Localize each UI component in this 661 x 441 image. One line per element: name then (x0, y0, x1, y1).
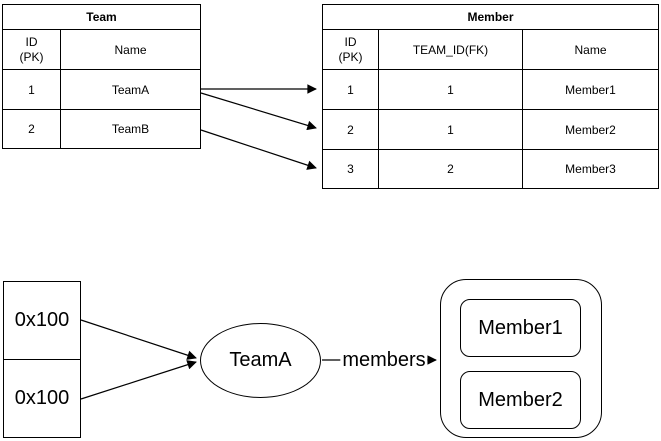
table-cell: 3 (322, 149, 379, 189)
member2-node: Member2 (460, 371, 581, 429)
column-header-name: Name (522, 29, 659, 70)
table-cell: 2 (2, 109, 61, 149)
table-title-row: Team (2, 4, 201, 30)
table-cell: Member3 (522, 149, 659, 189)
pointer-arrow-2 (80, 360, 197, 400)
column-header-id: ID (PK) (2, 29, 61, 70)
column-header-teamid: TEAM_ID(FK) (378, 29, 523, 70)
table-cell: 1 (378, 69, 523, 110)
pointer-box: 0x100 0x100 (3, 281, 81, 438)
table-row: 3 2 Member3 (322, 149, 659, 189)
teama-node: TeamA (200, 323, 321, 398)
team-table: Team ID (PK) Name 1 TeamA 2 TeamB (2, 4, 201, 149)
table-cell: 1 (378, 109, 523, 150)
table-header-row: ID (PK) TEAM_ID(FK) Name (322, 29, 659, 70)
members-edge-label: members (340, 349, 428, 371)
table-row: 2 1 Member2 (322, 109, 659, 150)
member1-node: Member1 (460, 299, 581, 357)
pointer-cell: 0x100 (14, 387, 70, 409)
members-collection: Member1 Member2 (440, 279, 602, 438)
member-table: Member ID (PK) TEAM_ID(FK) Name 1 1 Memb… (322, 4, 659, 189)
column-header-name: Name (60, 29, 201, 70)
table-cell: 1 (2, 69, 61, 110)
table-cell: 1 (322, 69, 379, 110)
table-cell: TeamB (60, 109, 201, 149)
relation-arrow-teamb-member3 (200, 129, 317, 170)
table-row: 1 1 Member1 (322, 69, 659, 110)
table-cell: TeamA (60, 69, 201, 110)
pointer-cell: 0x100 (4, 282, 80, 360)
table-title: Member (322, 4, 659, 30)
relation-arrow-teama-member2 (200, 92, 317, 131)
table-cell: 2 (378, 149, 523, 189)
table-title: Team (2, 4, 201, 30)
pointer-arrow-1 (80, 319, 197, 360)
table-title-row: Member (322, 4, 659, 30)
table-row: 2 TeamB (2, 109, 201, 149)
table-cell: Member2 (522, 109, 659, 150)
table-cell: 2 (322, 109, 379, 150)
table-row: 1 TeamA (2, 69, 201, 110)
table-cell: Member1 (522, 69, 659, 110)
table-header-row: ID (PK) Name (2, 29, 201, 70)
column-header-id: ID (PK) (322, 29, 379, 70)
